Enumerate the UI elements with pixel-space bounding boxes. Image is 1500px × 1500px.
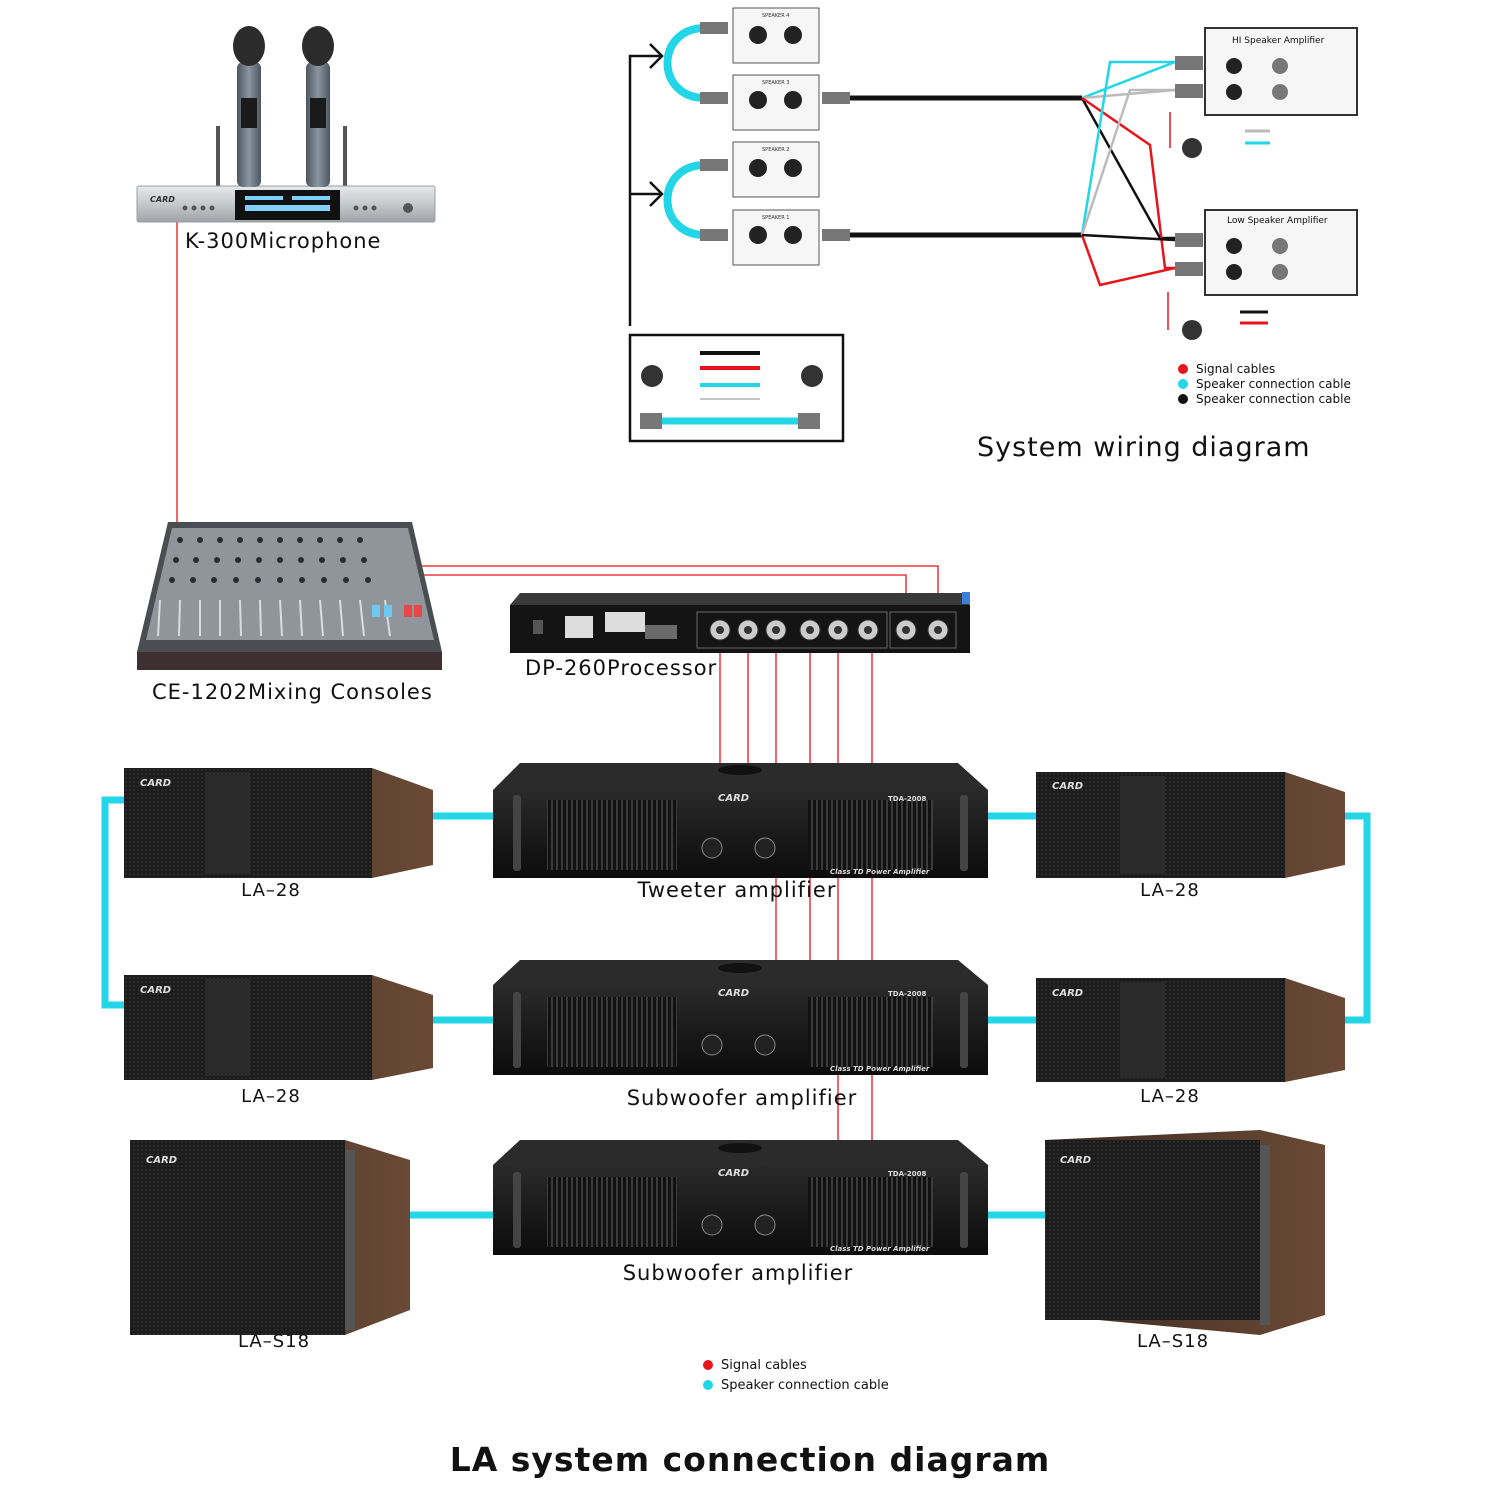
legend-label: Signal cables <box>721 1357 807 1373</box>
hi-speaker-amplifier-panel: HI Speaker Amplifier <box>1175 27 1358 116</box>
main-title: LA system connection diagram <box>449 1440 1051 1479</box>
subwoofer-amplifier-label-2: Subwoofer amplifier <box>622 1261 854 1285</box>
svg-text:CARD: CARD <box>140 778 171 789</box>
svg-text:CARD: CARD <box>150 195 175 204</box>
wiring-diagram-title: System wiring diagram <box>977 432 1311 463</box>
svg-text:Class TD Power Amplifier: Class TD Power Amplifier <box>830 1065 930 1073</box>
las18-subwoofer-left: CARD <box>130 1140 410 1335</box>
speaker-label-top-right: LA–28 <box>1140 880 1200 901</box>
tweeter-amplifier-label: Tweeter amplifier <box>637 878 837 902</box>
speaker-panel-2: SPEAKER 2 <box>732 141 820 198</box>
svg-text:SPEAKER 4: SPEAKER 4 <box>762 13 789 19</box>
speaker-label-middle-right: LA–28 <box>1140 1086 1200 1107</box>
legend-black-dot <box>1178 393 1188 404</box>
legend-label: Speaker connection cable <box>1196 376 1351 391</box>
xlr-detail-hi <box>1169 112 1270 158</box>
svg-text:CARD: CARD <box>1060 1155 1091 1166</box>
wiring-diagram: SPEAKER 4 SPEAKER 3 SPEAKER 2 SPEAKER 1 <box>628 7 1358 443</box>
legend-label: Signal cables <box>1196 361 1276 376</box>
legend-cyan-dot <box>703 1380 713 1390</box>
wiring-legend: Signal cables Speaker connection cable S… <box>1178 361 1351 406</box>
low-speaker-amplifier-panel: Low Speaker Amplifier <box>1175 209 1358 296</box>
main-legend: Signal cables Speaker connection cable <box>703 1355 889 1395</box>
speaker-label-middle-left: LA–28 <box>241 1086 301 1107</box>
svg-text:CARD: CARD <box>718 1168 749 1179</box>
mixer-label: CE-1202Mixing Consoles <box>152 680 433 704</box>
processor-label: DP-260Processor <box>525 656 718 680</box>
connector-detail-inset <box>628 333 845 443</box>
legend-red-dot <box>703 1360 713 1370</box>
legend-cyan-dot <box>1178 378 1188 389</box>
svg-text:TDA-2008: TDA-2008 <box>888 1170 927 1178</box>
tweeter-amplifier-unit: CARD TDA-2008 Class TD Power Amplifier <box>493 763 988 878</box>
las18-subwoofer-right: CARD <box>1045 1130 1325 1335</box>
legend-red-dot <box>1178 363 1188 374</box>
speaker-cables <box>101 796 1371 1219</box>
svg-text:CARD: CARD <box>718 988 749 999</box>
speaker-label-top-left: LA–28 <box>241 880 301 901</box>
speaker-panel-4: SPEAKER 4 <box>732 7 820 64</box>
wiring-legend-item: Speaker connection cable <box>1178 391 1351 406</box>
svg-text:Low Speaker Amplifier: Low Speaker Amplifier <box>1227 216 1328 226</box>
svg-text:TDA-2008: TDA-2008 <box>888 990 927 998</box>
subwoofer-amplifier-unit-2: CARD TDA-2008 Class TD Power Amplifier <box>493 1140 988 1255</box>
svg-text:Class TD Power Amplifier: Class TD Power Amplifier <box>830 868 930 876</box>
legend-label: Speaker connection cable <box>721 1377 889 1393</box>
legend-label: Speaker connection cable <box>1196 391 1351 406</box>
xlr-detail-low <box>1167 292 1268 340</box>
svg-text:CARD: CARD <box>140 985 171 996</box>
svg-text:SPEAKER 2: SPEAKER 2 <box>762 147 789 153</box>
la28-speaker-middle-right: CARD <box>1036 978 1345 1082</box>
microphone-label: K-300Microphone <box>185 229 382 253</box>
speaker-panel-3: SPEAKER 3 <box>732 74 820 131</box>
processor-unit <box>510 592 970 653</box>
la28-speaker-middle-left: CARD <box>124 975 433 1080</box>
svg-text:SPEAKER 3: SPEAKER 3 <box>762 80 789 86</box>
svg-text:SPEAKER 1: SPEAKER 1 <box>762 215 789 221</box>
la28-speaker-top-left: CARD <box>124 768 433 878</box>
subwoofer-label-left: LA–S18 <box>237 1331 311 1352</box>
svg-text:CARD: CARD <box>146 1155 177 1166</box>
main-legend-item: Signal cables <box>703 1355 889 1375</box>
speaker-panel-1: SPEAKER 1 <box>732 209 820 266</box>
subwoofer-amplifier-label-1: Subwoofer amplifier <box>626 1086 858 1110</box>
la28-speaker-top-right: CARD <box>1036 772 1345 878</box>
subwoofer-amplifier-unit-1: CARD TDA-2008 Class TD Power Amplifier <box>493 960 988 1075</box>
main-legend-item: Speaker connection cable <box>703 1375 889 1395</box>
microphone-receiver: CARD <box>136 26 436 223</box>
wiring-legend-item: Signal cables <box>1178 361 1351 376</box>
mixing-console <box>137 522 442 670</box>
svg-text:Class TD Power Amplifier: Class TD Power Amplifier <box>830 1245 930 1253</box>
subwoofer-label-right: LA–S18 <box>1136 1331 1210 1352</box>
svg-text:TDA-2008: TDA-2008 <box>888 795 927 803</box>
svg-text:CARD: CARD <box>1052 988 1083 999</box>
svg-text:CARD: CARD <box>1052 781 1083 792</box>
wiring-legend-item: Speaker connection cable <box>1178 376 1351 391</box>
svg-text:CARD: CARD <box>718 793 749 804</box>
svg-text:HI Speaker Amplifier: HI Speaker Amplifier <box>1232 36 1325 46</box>
